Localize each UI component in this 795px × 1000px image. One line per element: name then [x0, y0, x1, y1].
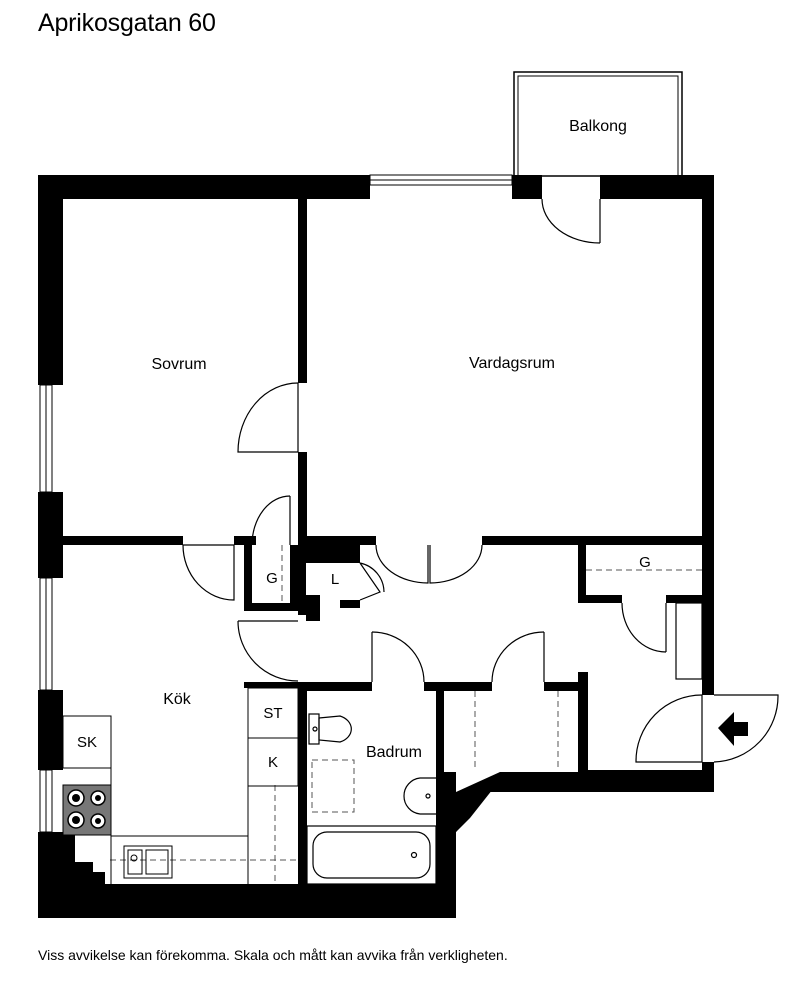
closet-label-g1: G	[266, 570, 278, 587]
interior-walls	[63, 199, 702, 884]
room-label-kok: Kök	[163, 691, 192, 708]
cabinet-label-sk: SK	[77, 734, 97, 751]
bathtub-icon	[306, 825, 437, 885]
room-label-badrum: Badrum	[366, 744, 422, 761]
dashed-lines	[110, 545, 702, 884]
room-label-sovrum: Sovrum	[151, 356, 206, 373]
room-label-balkong: Balkong	[569, 118, 627, 135]
entrance-arrow-icon	[718, 712, 748, 746]
closet-label-g2: G	[639, 554, 651, 571]
toilet-icon	[308, 713, 352, 745]
page-title: Aprikosgatan 60	[38, 9, 216, 37]
closet-label-l: L	[331, 571, 339, 588]
disclaimer-text: Viss avvikelse kan förekomma. Skala och …	[38, 947, 508, 963]
door-swings	[182, 198, 779, 763]
cabinet-label-st: ST	[263, 705, 282, 722]
outer-walls	[38, 175, 714, 918]
washbasin-icon	[403, 777, 436, 815]
windows	[39, 174, 513, 833]
stove-icon	[62, 784, 112, 836]
balcony	[513, 71, 683, 177]
cabinet-label-k: K	[268, 754, 278, 771]
kitchen-sink-icon	[123, 845, 173, 879]
room-label-vardagsrum: Vardagsrum	[469, 355, 555, 372]
